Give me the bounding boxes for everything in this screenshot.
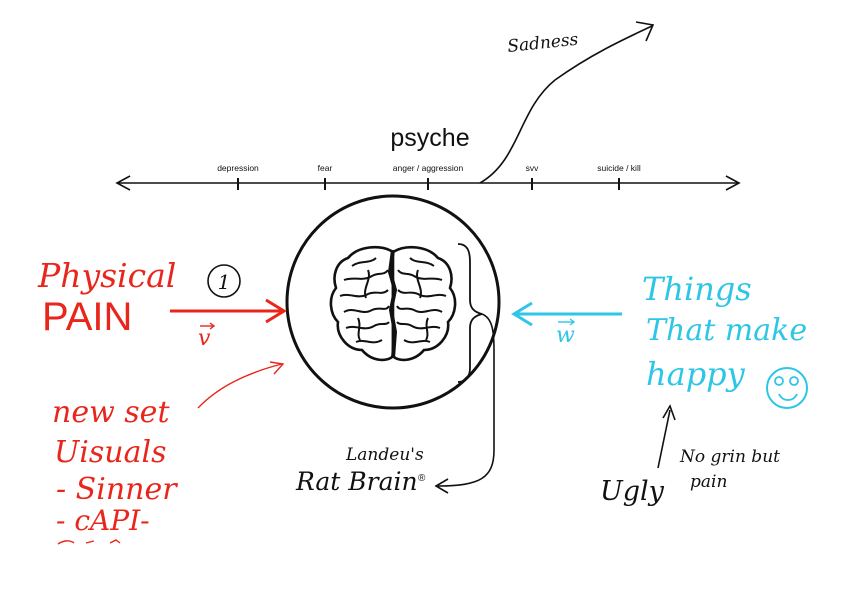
brain-group: Landeu's Rat Brain ® (285, 194, 501, 496)
vector-w-bar-head (569, 318, 576, 326)
pain-label: PAIN (42, 295, 132, 339)
brace-arrow-curve (437, 313, 495, 487)
axis-left-arrowhead (115, 175, 131, 191)
tick-label-fear: fear (318, 163, 333, 173)
ugly-group: Ugly No grin but pain (600, 404, 780, 507)
no-grin-label: No grin but (679, 447, 780, 467)
brain-caption-line1: Landeu's (345, 445, 424, 465)
vector-v-bar-head (209, 322, 216, 330)
psyche-title: psyche (390, 124, 469, 152)
ugly-arrowhead (662, 404, 676, 421)
tick-label-svv: svv (526, 163, 540, 173)
physical-label: Physical (37, 256, 176, 295)
happy-group: w Things That make happy (511, 270, 808, 409)
brain-circle (285, 194, 501, 410)
pain-arrowhead (265, 298, 287, 324)
axis-right-arrowhead (725, 175, 741, 191)
physical-pain-group: Physical PAIN 1 v new set Uisuals - Sinn… (37, 256, 287, 545)
sadness-arrowhead (635, 21, 655, 42)
notes-arrow (197, 363, 283, 409)
happy-line-1: Things (642, 270, 752, 308)
notes-line-2: Uisuals (54, 435, 166, 470)
number-circle (207, 264, 241, 298)
tick-label-depression: depression (217, 163, 259, 173)
tick-label-suicide: suicide / kill (597, 163, 641, 173)
happy-line-2: That make (646, 313, 807, 348)
smiley-icon (766, 367, 808, 409)
notes-line-1: new set (52, 395, 170, 430)
notes-arrowhead (269, 361, 285, 375)
registered-mark: ® (418, 473, 426, 484)
ugly-arrow-line (657, 409, 671, 469)
ugly-label: Ugly (600, 476, 665, 507)
sadness-label: Sadness (506, 30, 579, 57)
brain-icon (329, 245, 457, 362)
happy-line-3: happy (646, 355, 746, 393)
sadness-curve (479, 25, 653, 184)
tick-label-anger: anger / aggression (393, 163, 464, 173)
notes-cutoff-scribble (57, 539, 121, 545)
psyche-axis: psyche depression fear anger / aggressio… (115, 124, 741, 191)
vector-w-label: w (556, 323, 575, 348)
curly-brace (457, 243, 483, 383)
pain-note-label: pain (690, 472, 727, 492)
brain-caption-line2: Rat Brain (295, 467, 418, 496)
vector-v-label: v (198, 326, 211, 351)
number-label: 1 (218, 270, 231, 294)
happy-arrowhead (511, 301, 533, 327)
brace-arrowhead (434, 478, 449, 494)
notes-line-3: - Sinner (56, 472, 178, 507)
notes-line-4: - cAPI- (56, 504, 150, 537)
sadness-arrow: Sadness (479, 21, 655, 184)
